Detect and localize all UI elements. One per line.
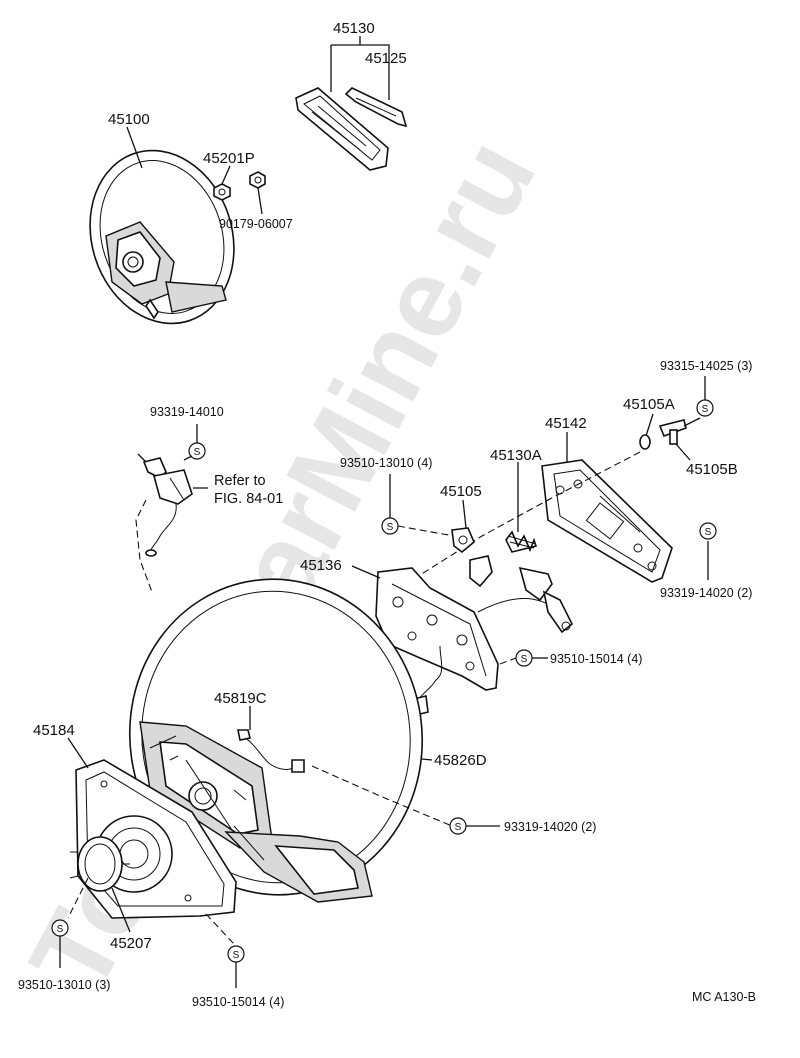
label-93510-13010-4: 93510-13010 (4) bbox=[340, 456, 432, 470]
symbol-s-93319-14010: S bbox=[188, 442, 206, 460]
horn-switch-connector bbox=[137, 453, 193, 557]
label-45130: 45130 bbox=[333, 20, 375, 37]
figure-code: MC A130-B bbox=[692, 990, 756, 1004]
label-45105: 45105 bbox=[440, 483, 482, 500]
steering-wheel-45100 bbox=[89, 149, 235, 325]
label-45100: 45100 bbox=[108, 111, 150, 128]
symbol-s-93510-15014-bottom: S bbox=[227, 945, 245, 963]
washer-90179-06007 bbox=[249, 171, 266, 189]
symbol-s-93315: S bbox=[696, 399, 714, 417]
svg-text:S: S bbox=[194, 447, 201, 458]
nut-45201P bbox=[213, 183, 231, 201]
label-45184: 45184 bbox=[33, 722, 75, 739]
cancel-ring-45207 bbox=[69, 836, 130, 892]
svg-text:S: S bbox=[521, 654, 528, 665]
contact-plate-45105 bbox=[451, 527, 493, 588]
label-93510-15014-bottom: 93510-15014 (4) bbox=[192, 995, 284, 1009]
label-93510-15014-mid: 93510-15014 (4) bbox=[550, 652, 642, 666]
svg-text:S: S bbox=[57, 924, 64, 935]
label-45819C: 45819C bbox=[214, 690, 267, 707]
label-45201P: 45201P bbox=[203, 150, 255, 167]
label-93315-14025: 93315-14025 (3) bbox=[660, 359, 752, 373]
symbol-s-93319-14020-right: S bbox=[699, 522, 717, 540]
horn-wire-45819C bbox=[237, 729, 305, 773]
symbol-s-93510-15014-mid: S bbox=[515, 649, 533, 667]
label-45207: 45207 bbox=[110, 935, 152, 952]
svg-text:S: S bbox=[387, 522, 394, 533]
label-45125: 45125 bbox=[365, 50, 407, 67]
label-93319-14020-right: 93319-14020 (2) bbox=[660, 586, 752, 600]
symbol-s-93510-13010-4: S bbox=[381, 517, 399, 535]
label-93319-14020-low: 93319-14020 (2) bbox=[504, 820, 596, 834]
symbol-s-93510-13010-3: S bbox=[51, 919, 69, 937]
steering-wheel-assembly bbox=[128, 578, 424, 903]
label-45136: 45136 bbox=[300, 557, 342, 574]
bolt-45105B bbox=[658, 419, 687, 445]
label-45130A: 45130A bbox=[490, 447, 542, 464]
bracket-45142 bbox=[541, 459, 673, 583]
label-45105A: 45105A bbox=[623, 396, 675, 413]
label-refer-to: Refer to bbox=[214, 473, 266, 489]
label-45142: 45142 bbox=[545, 415, 587, 432]
symbol-s-93319-14020-low: S bbox=[449, 817, 467, 835]
label-90179-06007: 90179-06007 bbox=[219, 217, 293, 231]
label-93319-14010: 93319-14010 bbox=[150, 405, 224, 419]
svg-text:S: S bbox=[702, 404, 709, 415]
label-fig-84-01: FIG. 84-01 bbox=[214, 491, 283, 507]
label-45826D: 45826D bbox=[434, 752, 487, 769]
spring-45130A bbox=[505, 530, 538, 553]
pad-emblem-45125 bbox=[344, 87, 408, 128]
svg-text:S: S bbox=[455, 822, 462, 833]
label-93510-13010-3: 93510-13010 (3) bbox=[18, 978, 110, 992]
horn-pad-45130 bbox=[295, 87, 389, 171]
svg-text:S: S bbox=[233, 950, 240, 961]
svg-text:S: S bbox=[705, 527, 712, 538]
lead-bracket bbox=[518, 566, 574, 634]
washer-45105A bbox=[639, 434, 651, 450]
label-45105B: 45105B bbox=[686, 461, 738, 478]
